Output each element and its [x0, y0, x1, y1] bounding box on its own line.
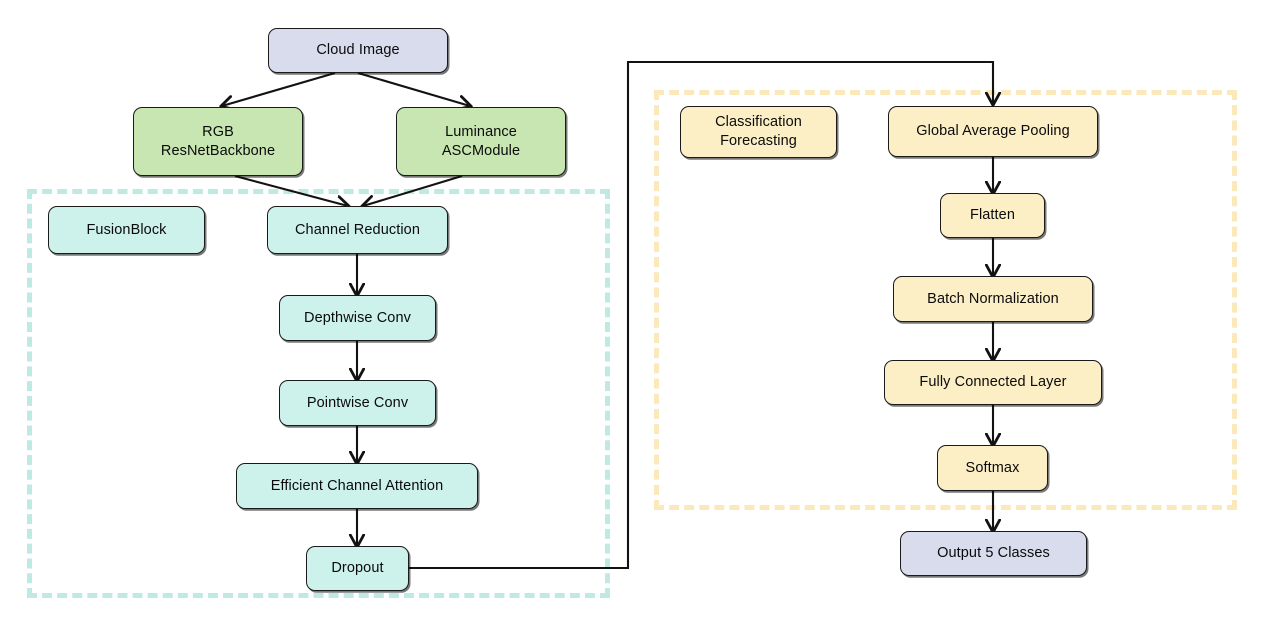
edge-cloud-to-rgb	[222, 71, 336, 106]
node-batch-normalization[interactable]: Batch Normalization	[893, 276, 1093, 322]
node-softmax[interactable]: Softmax	[937, 445, 1048, 491]
node-dropout[interactable]: Dropout	[306, 546, 409, 591]
node-output-5-classes[interactable]: Output 5 Classes	[900, 531, 1087, 576]
node-channel-reduction[interactable]: Channel Reduction	[267, 206, 448, 254]
node-classification-forecasting-label[interactable]: Classification Forecasting	[680, 106, 837, 158]
node-rgb-resnet-backbone[interactable]: RGB ResNetBackbone	[133, 107, 303, 176]
node-depthwise-conv[interactable]: Depthwise Conv	[279, 295, 436, 341]
node-fully-connected-layer[interactable]: Fully Connected Layer	[884, 360, 1102, 405]
node-global-average-pooling[interactable]: Global Average Pooling	[888, 106, 1098, 157]
node-luminance-ascmodule[interactable]: Luminance ASCModule	[396, 107, 566, 176]
node-cloud-image[interactable]: Cloud Image	[268, 28, 448, 73]
node-pointwise-conv[interactable]: Pointwise Conv	[279, 380, 436, 426]
edge-cloud-to-luminance	[357, 71, 470, 106]
node-efficient-channel-attention[interactable]: Efficient Channel Attention	[236, 463, 478, 509]
node-fusion-block-label[interactable]: FusionBlock	[48, 206, 205, 254]
node-flatten[interactable]: Flatten	[940, 193, 1045, 238]
